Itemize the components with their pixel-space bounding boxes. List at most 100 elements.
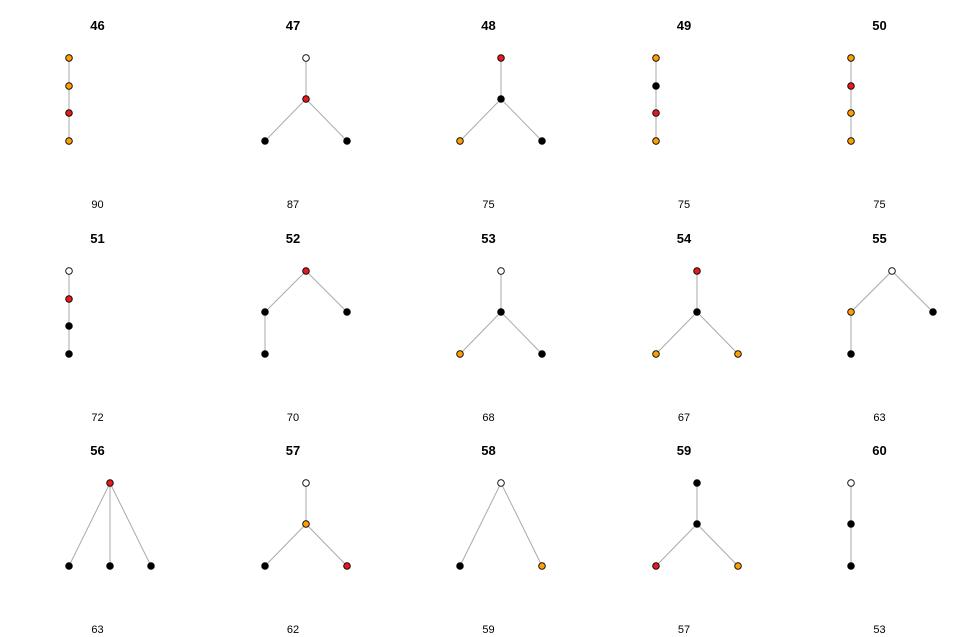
graph-node-orange [538,562,546,570]
panel-count: 87 [286,199,300,211]
panel-title: 59 [676,443,692,458]
graph-diagram [847,479,855,570]
graph-node-white [301,54,310,62]
graph-node-red [301,266,310,275]
graph-node-orange [651,54,660,62]
graph-node-black [65,562,73,570]
graph-node-black [342,137,351,145]
graph-diagram [260,54,351,145]
graph-node-black [497,307,505,316]
graph-diagram [65,479,155,570]
panel-count: 90 [91,199,104,211]
graph-node-white [847,479,855,487]
panel-title: 52 [285,230,301,246]
graph-node-white [888,266,896,275]
graph-node-black [456,562,464,570]
graph-diagram [847,54,855,145]
panel-title: 55 [872,230,887,246]
graph-edge [264,98,306,142]
graph-node-black [847,520,855,528]
graph-node-black [538,349,546,358]
graph-diagram [65,266,73,358]
graph-edge [459,311,502,354]
graph-edge [264,270,306,312]
graph-panel: 58 59 [391,425,586,637]
graph-node-red [106,479,114,487]
panel-title: 50 [872,18,887,33]
panel-title: 53 [481,230,496,246]
graph-diagram [651,54,660,145]
graph-node-orange [847,307,855,316]
graph-node-orange [65,137,73,145]
graph-node-orange [847,137,855,145]
graph-node-orange [651,137,660,145]
graph-node-black [651,82,660,90]
panel-title: 57 [285,443,301,458]
graph-node-black [692,479,701,487]
graph-node-orange [651,349,660,358]
graph-node-black [847,562,855,570]
graph-edge [305,270,347,312]
graph-node-white [65,266,73,275]
panel-title: 60 [872,443,887,458]
graph-node-black [847,349,855,358]
graph-node-black [342,307,351,316]
graph-node-orange [456,137,464,145]
graph-edge [891,270,934,312]
graph-node-black [260,562,269,570]
panel-title: 47 [285,18,301,33]
graph-edge [500,98,543,142]
panel-count: 75 [873,199,886,211]
graph-diagram [260,266,351,358]
graph-edge [500,311,543,354]
graph-node-orange [65,54,73,62]
panel-count: 75 [482,199,495,211]
graph-node-orange [301,520,310,528]
graph-panel: 46 90 [0,0,195,212]
panel-title: 58 [481,443,496,458]
graph-node-orange [847,54,855,62]
graph-edge [305,98,347,142]
graph-panel: 50 75 [782,0,976,212]
graph-edge [850,270,893,312]
panel-title: 46 [90,18,105,33]
graph-node-white [497,266,505,275]
panel-count: 53 [873,624,886,636]
graph-edge [459,482,502,567]
panel-count: 75 [677,199,691,211]
graph-node-black [538,137,546,145]
graph-edge [264,523,306,567]
graph-edge [109,482,152,567]
graph-node-red [651,109,660,117]
graph-node-black [106,562,114,570]
graph-node-black [260,349,269,358]
panel-title: 51 [90,230,105,246]
graph-node-red [651,562,660,570]
graph-edge [655,311,697,354]
graph-node-red [692,266,701,275]
graph-node-red [497,54,505,62]
graph-panel: 47 87 [196,0,391,212]
graph-node-black [692,307,701,316]
graph-node-black [65,321,73,330]
graph-edge [459,98,502,142]
panel-count: 67 [677,411,691,424]
panel-count: 59 [482,624,495,636]
graph-node-red [301,95,310,103]
graph-node-red [65,294,73,303]
graph-diagram [456,266,546,358]
graph-node-white [497,479,505,487]
graph-node-orange [456,349,464,358]
graph-node-black [147,562,155,570]
panel-title: 54 [676,230,692,246]
graph-node-orange [733,562,742,570]
graph-node-red [65,109,73,117]
graph-node-red [847,82,855,90]
graph-panel: 60 53 [782,425,976,637]
